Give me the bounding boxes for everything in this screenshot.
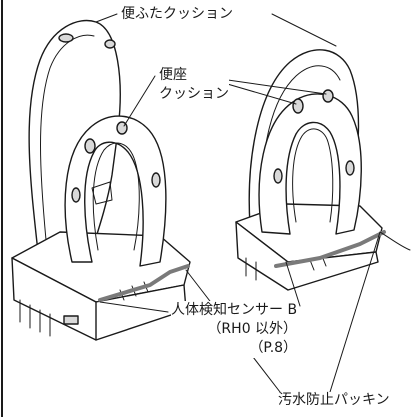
right-seat-hole bbox=[292, 128, 334, 223]
body-sensor-label-line2: （RH0 以外） bbox=[171, 320, 298, 339]
left-seat-cushion-3 bbox=[71, 187, 81, 203]
leader-seat-left bbox=[123, 75, 156, 127]
right-base-vents bbox=[245, 257, 257, 281]
leader-lid-left bbox=[95, 13, 118, 23]
right-seat-cushion-2 bbox=[322, 89, 334, 103]
right-seat-outer bbox=[258, 93, 362, 235]
body-sensor-label-line3: （P.8） bbox=[171, 339, 298, 358]
left-lid-cushion-2 bbox=[104, 39, 116, 49]
left-gasket bbox=[98, 264, 190, 302]
leader-pack-right bbox=[329, 231, 381, 393]
right-seat-cushion-1 bbox=[292, 98, 304, 114]
right-seat-cushion-4 bbox=[345, 160, 355, 176]
left-seat-cushion-1 bbox=[84, 138, 96, 154]
body-sensor-label: 人体検知センサー B （RH0 以外） （P.8） bbox=[169, 301, 299, 358]
left-lid-cushion bbox=[58, 33, 74, 43]
leader-sensor-right bbox=[285, 261, 301, 307]
left-base-vents bbox=[19, 299, 51, 337]
right-seat-cushion-3 bbox=[273, 168, 283, 184]
left-lid-inner bbox=[40, 34, 95, 241]
left-nozzle bbox=[91, 181, 113, 205]
leader-sensor-left bbox=[99, 301, 169, 313]
right-gasket bbox=[274, 230, 386, 268]
seat-cushion-label-line2: クッション bbox=[159, 85, 229, 104]
body-sensor-label-line1: 人体検知センサー B bbox=[171, 301, 298, 320]
seat-cushion-label: 便座 クッション bbox=[157, 66, 231, 104]
right-unit bbox=[235, 49, 411, 291]
leader-lid-right bbox=[271, 13, 337, 47]
seat-cushion-label-line1: 便座 bbox=[159, 66, 229, 85]
right-hose bbox=[379, 231, 411, 251]
lid-cushion-label: 便ふたクッション bbox=[119, 6, 235, 23]
left-unit bbox=[11, 19, 191, 341]
drain-packing-label: 汚水防止パッキン bbox=[276, 392, 392, 409]
left-seat-hole bbox=[92, 142, 140, 251]
left-sensor-window bbox=[63, 315, 79, 325]
left-seat-cushion-4 bbox=[151, 172, 161, 188]
